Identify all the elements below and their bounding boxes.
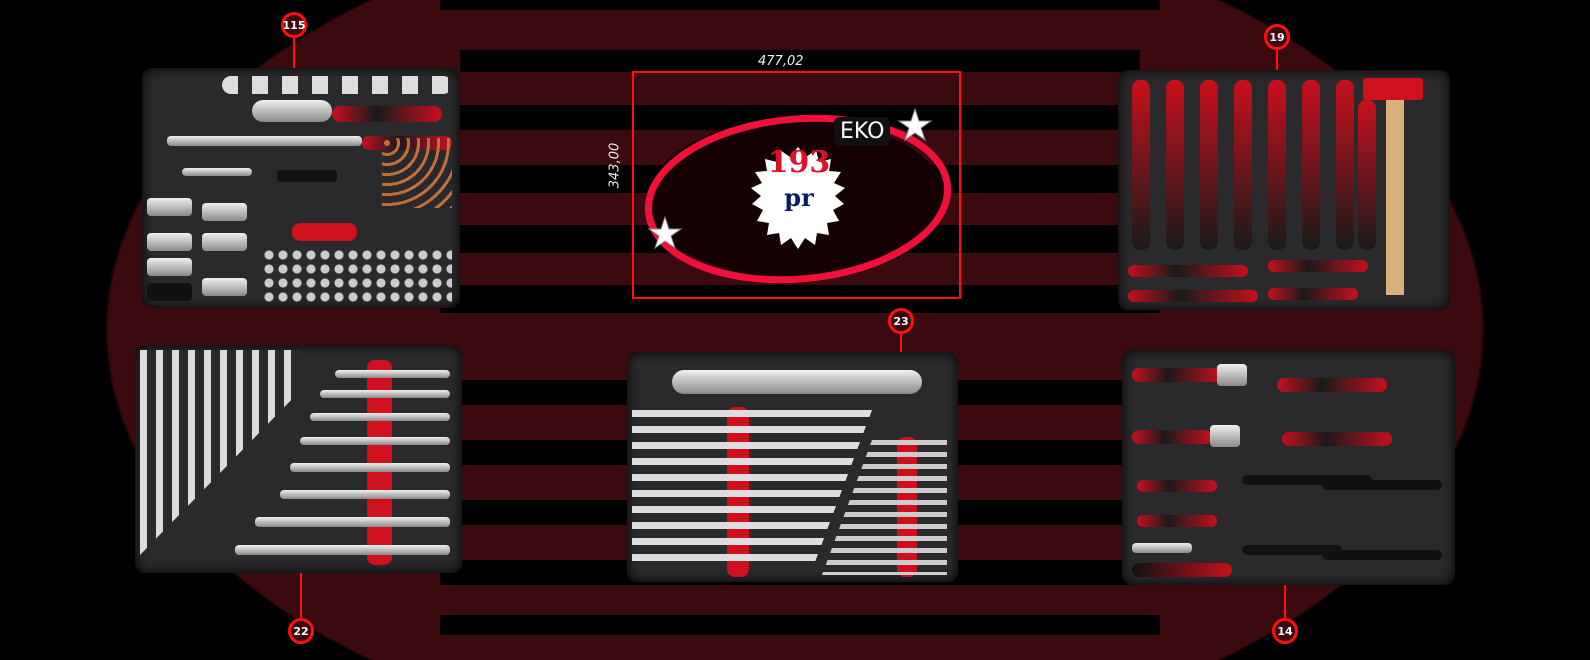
brand-logo: EKO xyxy=(834,117,891,146)
height-dimension: 343,00 xyxy=(607,142,623,189)
screwdriver xyxy=(1358,100,1376,250)
screwdriver xyxy=(1268,288,1358,300)
double-ring-wrench xyxy=(320,390,450,398)
large-wrench xyxy=(672,370,922,394)
screwdriver xyxy=(1302,80,1320,250)
extension-bar xyxy=(167,136,362,146)
screwdriver xyxy=(1200,80,1218,250)
width-dimension: 477,02 xyxy=(758,54,804,69)
double-ring-wrench xyxy=(290,463,450,472)
circlip-pliers xyxy=(1322,550,1442,560)
count-badge-double-ring: 22 xyxy=(288,618,314,644)
pliers xyxy=(1132,368,1222,382)
utility-knife xyxy=(1132,563,1232,577)
tray-stem xyxy=(900,334,902,352)
set-piece-count: 193 xyxy=(767,145,831,180)
screwdriver xyxy=(1336,80,1354,250)
deep-socket xyxy=(147,233,192,251)
circlip-pliers xyxy=(1242,545,1342,555)
deep-socket xyxy=(147,258,192,276)
screwdriver xyxy=(1268,80,1286,250)
screwdriver xyxy=(1132,80,1150,250)
bits-set xyxy=(382,138,452,208)
impact-socket xyxy=(147,283,192,301)
screwdriver xyxy=(1128,290,1258,302)
extension-bar xyxy=(182,168,252,176)
tray-combination-wrenches[interactable] xyxy=(627,352,958,582)
tray-stem xyxy=(293,38,295,68)
double-ring-wrench xyxy=(280,490,450,499)
small-sockets xyxy=(262,248,452,303)
logo-ellipse xyxy=(644,107,952,284)
screwdriver xyxy=(1128,265,1248,277)
deep-socket xyxy=(147,198,192,216)
pliers xyxy=(1132,430,1212,444)
tray-slot xyxy=(292,223,357,241)
deep-socket xyxy=(202,203,247,221)
tray-stem xyxy=(1276,50,1278,70)
ratchet-handle xyxy=(332,106,442,122)
pliers xyxy=(1277,378,1387,392)
pliers xyxy=(1137,515,1217,527)
count-badge-sockets: 115 xyxy=(281,12,307,38)
pliers-head xyxy=(1210,425,1240,447)
hammer-head xyxy=(1363,78,1423,100)
double-ring-wrench xyxy=(235,545,450,555)
tray-pliers[interactable] xyxy=(1122,350,1455,585)
set-piece-unit: pr xyxy=(784,183,814,212)
count-badge-combination: 23 xyxy=(888,308,914,334)
double-ring-wrench xyxy=(255,517,450,527)
screwdriver xyxy=(1234,80,1252,250)
double-ring-wrench xyxy=(300,437,450,445)
circlip-pliers xyxy=(1322,480,1442,490)
deep-socket xyxy=(202,278,247,296)
feeler-gauge xyxy=(1132,543,1192,553)
pliers xyxy=(1282,432,1392,446)
star-icon xyxy=(897,107,933,142)
tray-double-ring-wrenches[interactable] xyxy=(135,345,462,573)
ratchet-head xyxy=(252,100,332,122)
spinner-handle xyxy=(277,170,337,182)
pliers-head xyxy=(1217,364,1247,386)
socket-row xyxy=(222,76,452,94)
count-badge-pliers: 14 xyxy=(1272,618,1298,644)
logo-frame: 193 pr EKO xyxy=(632,71,961,299)
count-badge-screwdrivers: 19 xyxy=(1264,24,1290,50)
screwdriver xyxy=(1268,260,1368,272)
hammer-handle xyxy=(1386,100,1404,295)
screwdriver xyxy=(1166,80,1184,250)
tray-sockets-ratchets[interactable] xyxy=(142,68,460,308)
starburst-badge xyxy=(751,147,845,249)
double-ring-wrench xyxy=(335,370,450,378)
tray-stem xyxy=(1284,585,1286,618)
tray-screwdrivers-hammer[interactable] xyxy=(1118,70,1450,310)
star-icon xyxy=(647,215,683,250)
deep-socket xyxy=(202,233,247,251)
pliers xyxy=(1137,480,1217,492)
double-ring-wrench xyxy=(310,413,450,421)
circlip-pliers xyxy=(1242,475,1372,485)
tray-stem xyxy=(300,573,302,618)
